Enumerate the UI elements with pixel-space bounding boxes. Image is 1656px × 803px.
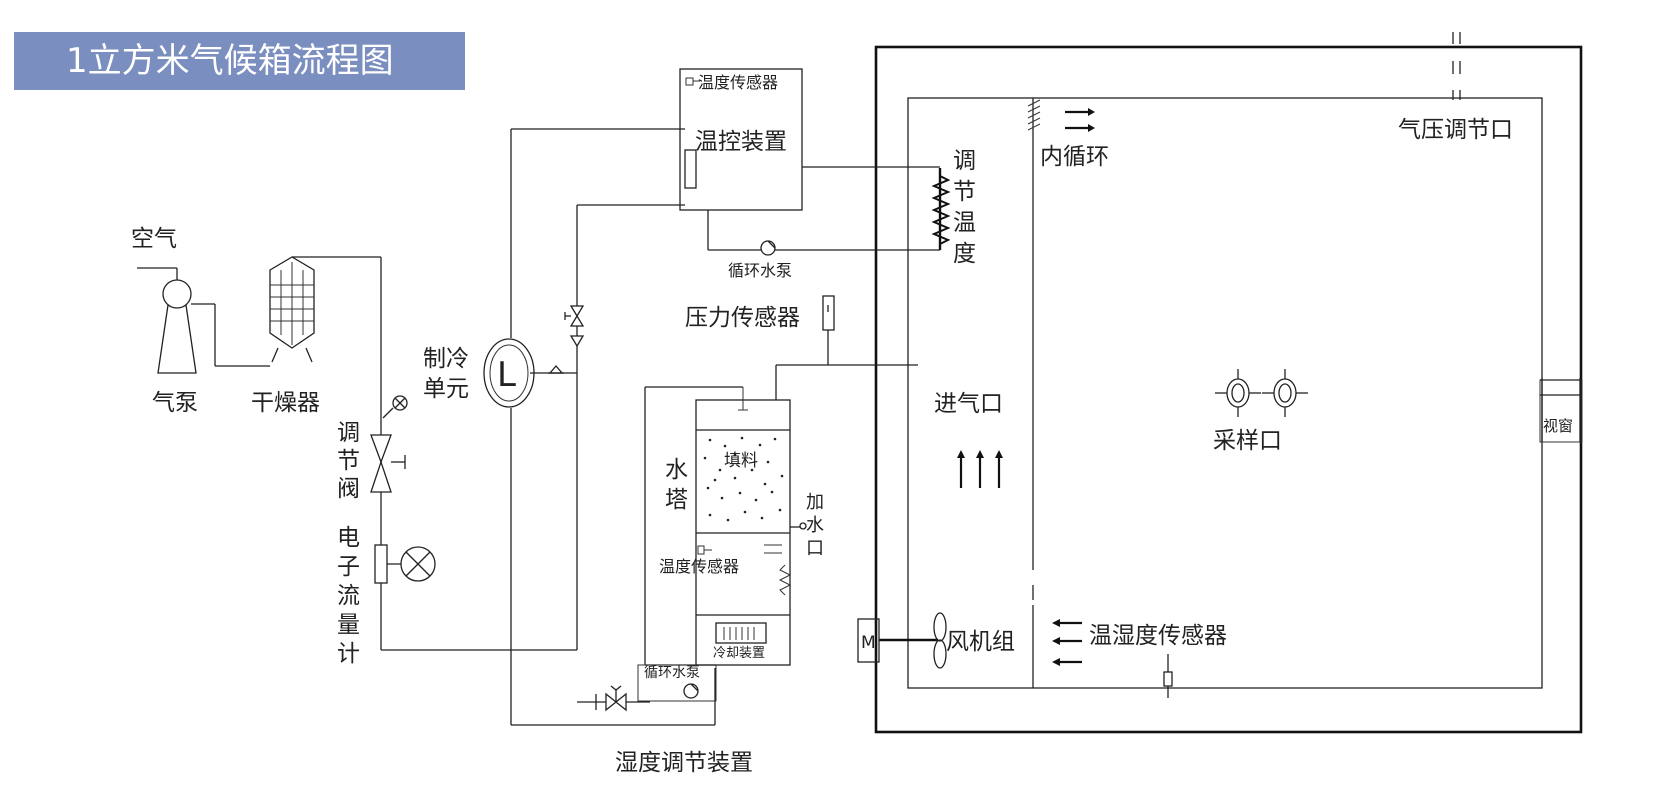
- chamber-outer-wall: [874, 45, 1583, 734]
- svg-text:流: 流: [337, 583, 360, 609]
- label-regulating-valve-1: 调: [337, 420, 360, 446]
- air-pump-icon: [137, 267, 270, 374]
- label-air-pump: 气泵: [152, 390, 198, 416]
- label-humidity-device: 湿度调节装置: [615, 750, 753, 776]
- label-circulation-pump-bottom: 循环水泵: [644, 665, 700, 681]
- circulation-pump-bottom-icon: [637, 664, 717, 702]
- label-water-tower: 水: [665, 457, 688, 483]
- spray-nozzle: [738, 387, 748, 411]
- fan-motor: [857, 612, 947, 669]
- svg-text:单元: 单元: [423, 376, 469, 402]
- label-fan-unit: 风机组: [946, 629, 1015, 655]
- refrigeration-valve-icon: [548, 365, 564, 374]
- label-circulation-pump-top: 循环水泵: [728, 261, 792, 280]
- water-inlet-icon: [790, 522, 807, 530]
- label-packing: 填料: [724, 451, 758, 471]
- svg-text:度: 度: [953, 241, 976, 267]
- label-flow-meter: 电: [337, 525, 360, 551]
- label-temp-control-device: 温控装置: [695, 129, 787, 155]
- svg-text:阀: 阀: [337, 476, 360, 502]
- viewing-window: [1539, 378, 1583, 443]
- pressure-sensor-icon: [822, 295, 835, 365]
- label-temp-sensor-top: 温度传感器: [698, 73, 778, 92]
- dryer-icon: [269, 256, 315, 363]
- label-adjust-temp: 调: [953, 148, 976, 174]
- label-air-inlet: 进气口: [934, 391, 1003, 417]
- label-dryer: 干燥器: [251, 390, 320, 416]
- diagram-title: 1立方米气候箱流程图: [14, 32, 465, 90]
- svg-text:计: 计: [337, 641, 360, 667]
- label-temp-humidity-sensor: 温湿度传感器: [1089, 623, 1227, 649]
- label-motor: M: [861, 633, 876, 653]
- inner-circulation-arrows: [1065, 108, 1095, 132]
- label-temp-sensor-tower: 温度传感器: [659, 557, 739, 576]
- temperature-coil: [931, 168, 951, 250]
- svg-text:子: 子: [337, 554, 360, 580]
- tower-temp-sensor-icon: [697, 545, 712, 555]
- pressure-port-pipe: [1452, 32, 1461, 100]
- temp-sensor-top-icon: [685, 77, 700, 86]
- label-cooling-device: 冷却装置: [713, 646, 765, 661]
- refrigeration-unit: [483, 338, 535, 408]
- svg-text:节: 节: [337, 448, 360, 474]
- label-pressure-sensor: 压力传感器: [685, 305, 800, 331]
- partition-hatch: [1027, 99, 1041, 131]
- vertical-valve: [564, 305, 585, 348]
- sampling-port-1: [1215, 369, 1261, 417]
- packing-fill: [703, 436, 784, 522]
- temp-humidity-probe: [1163, 654, 1173, 698]
- label-window: 视窗: [1543, 417, 1573, 435]
- label-water-inlet: 加: [806, 492, 824, 513]
- svg-text:量: 量: [337, 612, 360, 638]
- label-refrigeration-unit: 制冷: [423, 346, 469, 372]
- flow-meter-icon: [374, 544, 436, 584]
- refrigeration-symbol: L: [497, 355, 516, 395]
- tower-heater-icon: [764, 544, 792, 596]
- svg-text:水: 水: [806, 515, 824, 536]
- air-inlet-arrows: [957, 450, 1003, 488]
- circulation-pump-top-icon: [760, 240, 776, 256]
- svg-text:塔: 塔: [665, 487, 688, 513]
- label-air: 空气: [131, 226, 177, 252]
- bottom-valve-icon: [577, 685, 650, 712]
- svg-text:节: 节: [953, 179, 976, 205]
- cooling-device-icon: [715, 622, 767, 644]
- regulating-valve-icon: [370, 395, 408, 493]
- svg-text:温: 温: [953, 210, 976, 236]
- label-pressure-port: 气压调节口: [1398, 117, 1513, 143]
- sensor-arrows: [1052, 619, 1082, 666]
- sampling-port-2: [1262, 369, 1308, 417]
- svg-text:口: 口: [806, 538, 824, 559]
- label-inner-circulation: 内循环: [1040, 144, 1109, 170]
- temp-control-box: [679, 68, 803, 211]
- label-sampling-port: 采样口: [1213, 428, 1282, 454]
- temp-control-element: [684, 149, 697, 189]
